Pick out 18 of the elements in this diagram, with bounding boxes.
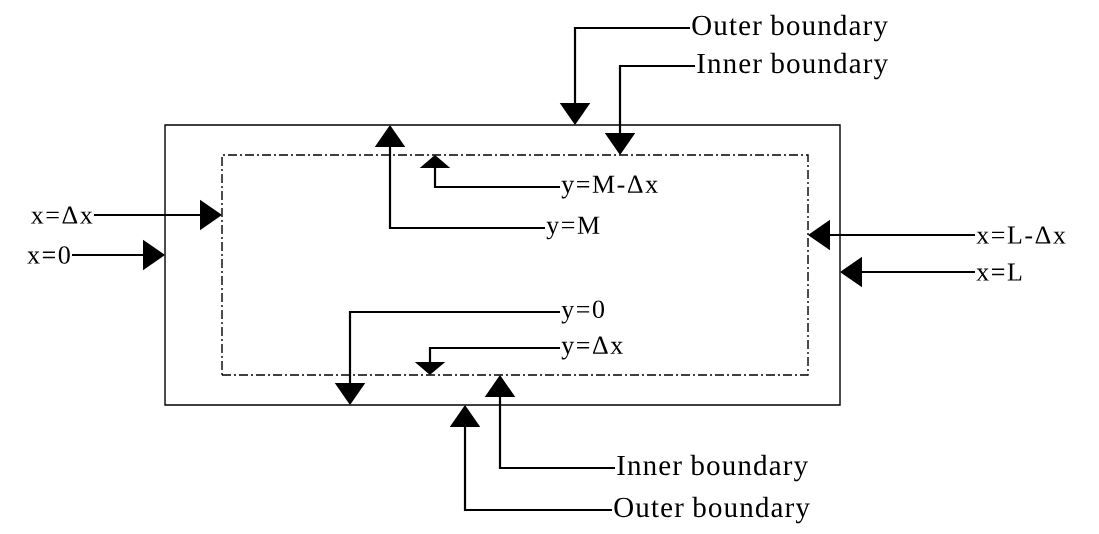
- leader-arrow: [374, 125, 545, 230]
- boundary-label: Outer boundary: [692, 14, 888, 42]
- leader-arrow: [484, 375, 615, 470]
- leader-arrow: [419, 155, 560, 189]
- coordinate-label: x=Δx: [31, 206, 93, 224]
- inner-rectangle: [221, 154, 809, 376]
- coordinate-label: x=L: [976, 263, 1022, 281]
- coordinate-label: x=0: [27, 246, 70, 264]
- boundary-label: Inner boundary: [697, 52, 888, 80]
- boundary-label: Inner boundary: [617, 454, 808, 482]
- coordinate-label: y=M-Δx: [561, 175, 658, 199]
- coordinate-label: x=L-Δx: [976, 226, 1066, 244]
- leader-arrow: [449, 405, 612, 512]
- outer-rectangle: [164, 124, 841, 406]
- coordinate-label: y=M: [546, 216, 600, 240]
- coordinate-label: y=0: [561, 300, 604, 324]
- coordinate-label: y=Δx: [561, 336, 623, 360]
- boundary-label: Outer boundary: [614, 496, 810, 524]
